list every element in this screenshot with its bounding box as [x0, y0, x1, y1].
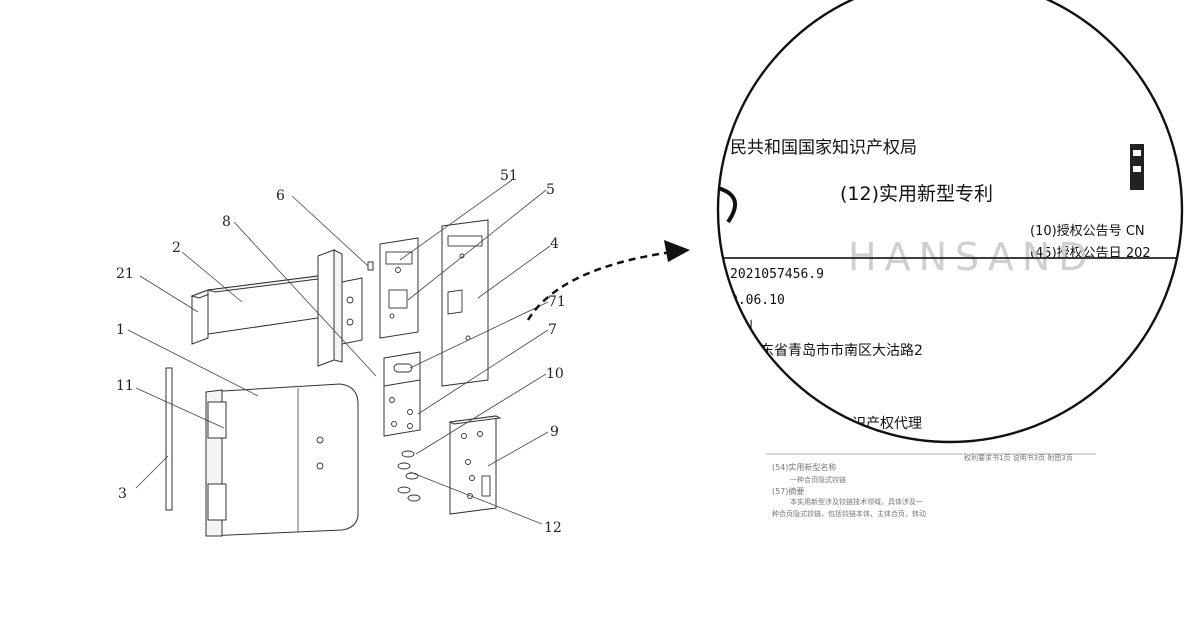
part-8-bracket: [317, 249, 363, 367]
field-54-name: (54)实用新型名称: [772, 462, 836, 472]
label-71: 71: [548, 294, 566, 310]
part-10-screws: [397, 450, 419, 480]
ipc-code-2: E05D 5/02 (: [788, 409, 830, 417]
label-2: 2: [172, 240, 181, 256]
page-info: 权利要求书1页 说明书3页 附图3页: [964, 453, 1073, 462]
part-1-main-leaf: [205, 383, 359, 537]
label-6: 6: [276, 188, 285, 204]
patent-type: (12)实用新型专利: [840, 183, 993, 205]
label-51: 51: [500, 168, 518, 184]
exploded-hinge-drawing: 21 2 1 11 3 6 8 51 5 4 71 7 10 9 12: [116, 168, 566, 537]
part-5-plate: [441, 219, 489, 387]
magnifier-lens: 民共和国国家知识产权局 (12)实用新型专利 (10)授权公告号 CN (45)…: [716, 0, 1184, 444]
label-7: 7: [548, 322, 557, 338]
grant-date-label: (45)授权公告日 202: [1030, 245, 1151, 261]
part-3-rod: [165, 367, 173, 511]
abstract-line-1: 本实用新型涉及铰链技术领域，具体涉及一: [790, 497, 923, 506]
label-8: 8: [222, 214, 231, 230]
label-9: 9: [550, 424, 559, 440]
label-3: 3: [118, 486, 127, 502]
label-12: 12: [544, 520, 562, 536]
label-21: 21: [116, 266, 134, 282]
label-4: 4: [550, 236, 559, 252]
label-10: 10: [546, 366, 564, 382]
watermark: HANSAND: [848, 235, 1096, 279]
part-number-labels: 21 2 1 11 3 6 8 51 5 4 71 7 10 9 12: [116, 168, 566, 536]
part-11-knuckle: [207, 401, 227, 521]
document-fragment: 权利要求书1页 说明书3页 附图3页 (54)实用新型名称 一种合页隐式铰链 (…: [766, 453, 1096, 518]
label-11: 11: [116, 378, 134, 394]
part-12-screws: [397, 486, 421, 502]
part-51-plate: [379, 237, 419, 339]
field-51-int: (51) Int: [774, 387, 800, 395]
part-9-plate: [448, 415, 502, 515]
abstract-line-2: 种合页隐式铰链，包括铰链本体，主体合页，转动: [772, 509, 926, 518]
application-date: 0.06.10: [730, 293, 785, 308]
part-6-pin: [367, 261, 374, 271]
label-1: 1: [116, 322, 125, 338]
dashed-arrow: [526, 240, 690, 321]
utility-model-title: 一种合页隐式铰链: [790, 475, 846, 484]
application-number: 2021057456.9: [730, 267, 824, 282]
part-7-plate: [383, 379, 421, 437]
label-5: 5: [546, 182, 555, 198]
ipc-code-1: E05D 3/: [788, 398, 816, 406]
part-71-plate: [383, 351, 421, 389]
grant-number-label: (10)授权公告号 CN: [1030, 223, 1145, 239]
leader-lines: [127, 179, 551, 525]
office-name: 民共和国国家知识产权局: [730, 138, 917, 158]
field-57-abstract: (57)摘要: [772, 486, 804, 496]
part-2-shaft: [207, 275, 327, 335]
applicant-address: 东省青岛市市南区大沽路2: [760, 342, 923, 359]
